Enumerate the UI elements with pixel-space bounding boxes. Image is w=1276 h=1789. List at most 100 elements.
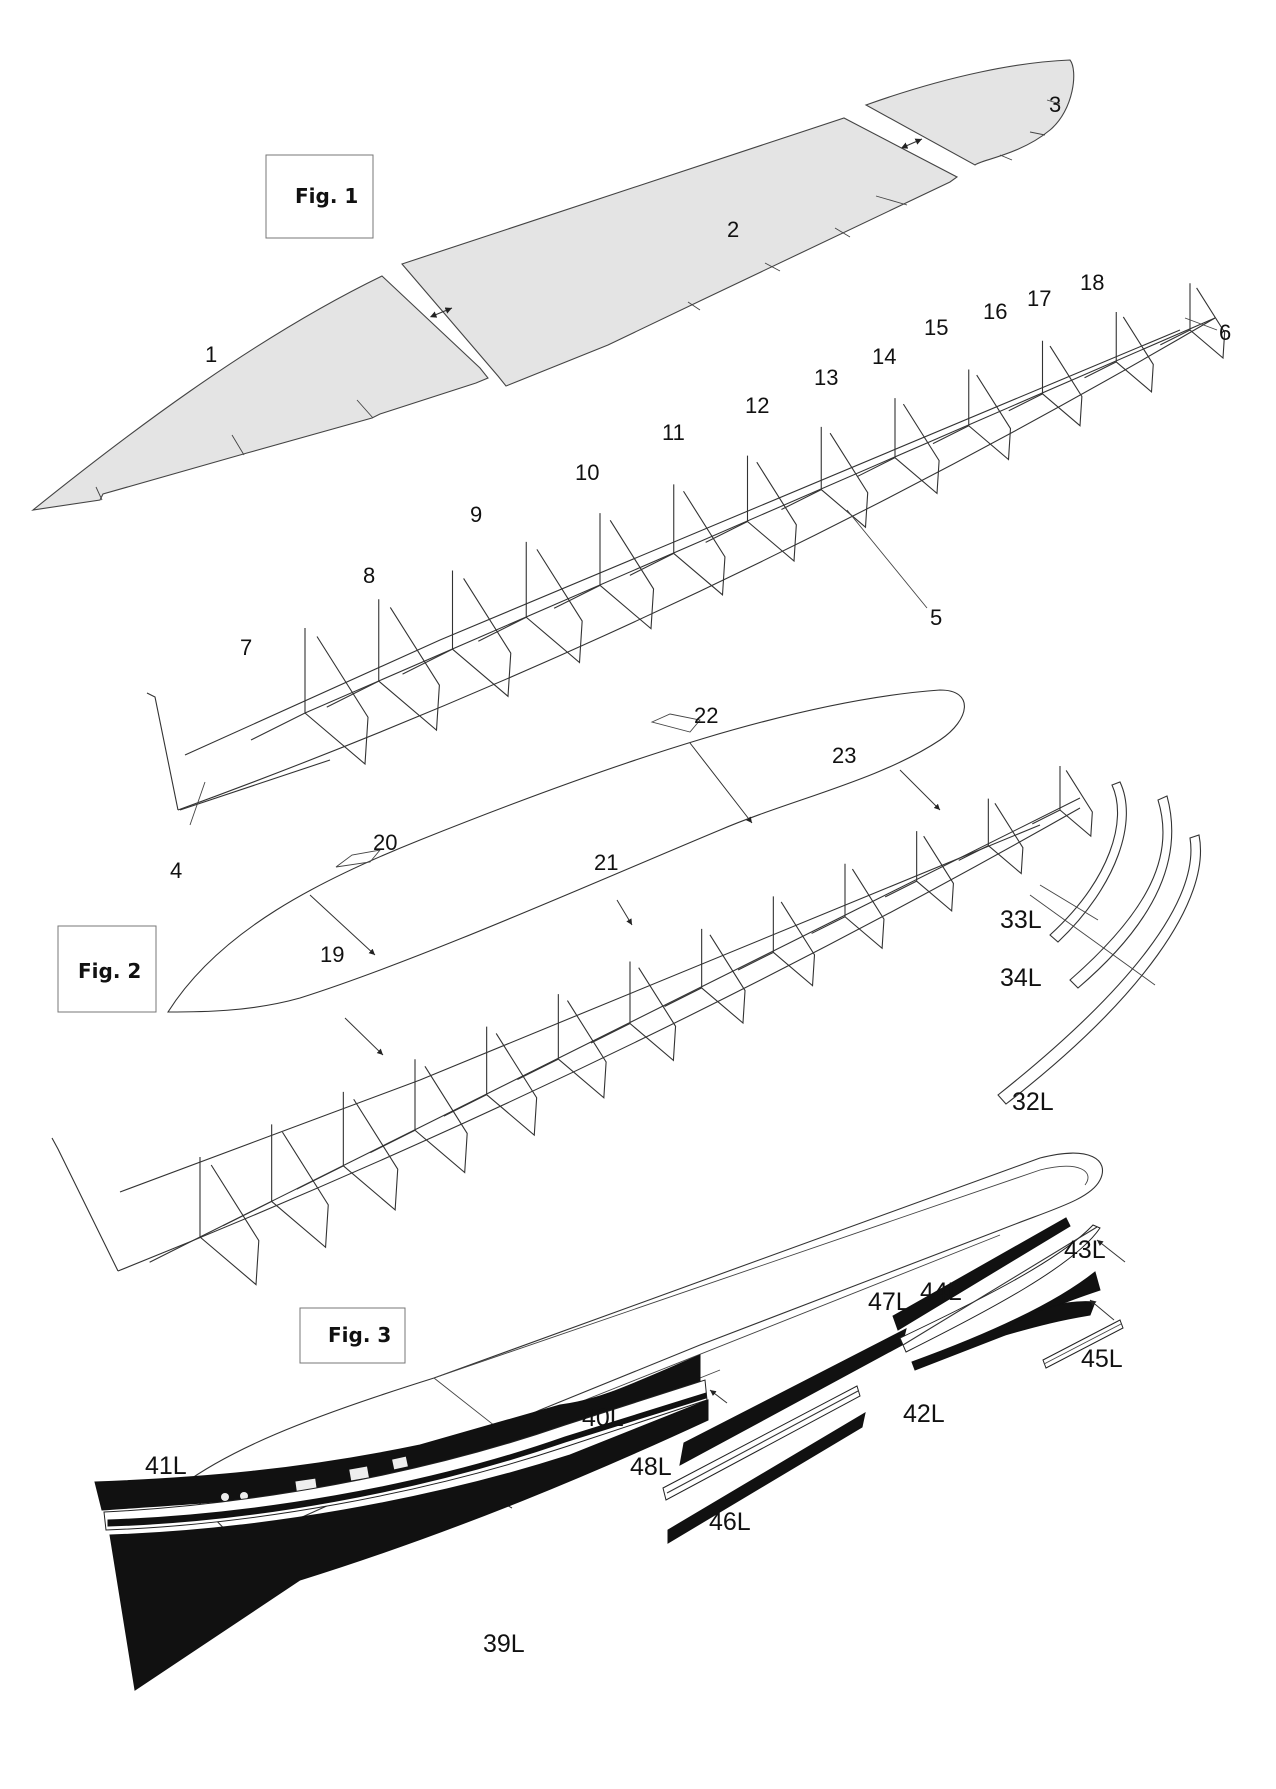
label-part-7: 7 bbox=[240, 635, 252, 660]
hull-frame-fig2 bbox=[51, 766, 1093, 1286]
strip-34L bbox=[1069, 795, 1173, 989]
label-part-9: 9 bbox=[470, 502, 482, 527]
label-part-48L: 48L bbox=[630, 1453, 672, 1481]
fig1-box bbox=[265, 154, 374, 239]
bulkhead bbox=[149, 1157, 260, 1286]
label-part-11: 11 bbox=[662, 420, 685, 445]
label-part-42L: 42L bbox=[903, 1400, 945, 1428]
label-part-8: 8 bbox=[363, 563, 375, 588]
label-part-33L: 33L bbox=[1000, 906, 1042, 934]
arrow-22 bbox=[689, 742, 753, 824]
bulkhead bbox=[664, 928, 746, 1025]
bulkhead bbox=[326, 599, 440, 732]
fig1-group: Fig. 1 1 2 3 7 8 9 10 11 12 1 bbox=[31, 59, 1231, 883]
bulkhead bbox=[856, 398, 940, 495]
fig2-group: Fig. 2 19 20 21 22 23 33L 34L 32L bbox=[51, 689, 1201, 1286]
label-part-5: 5 bbox=[930, 605, 942, 630]
deck-panel-2 bbox=[401, 117, 959, 387]
fig3-group: Fig. 3 41L 40L 39L 48L 46L bbox=[94, 1152, 1126, 1691]
label-part-2: 2 bbox=[727, 217, 739, 242]
label-part-44L: 44L bbox=[920, 1278, 962, 1306]
deck-panel-1 bbox=[31, 275, 489, 511]
bulkhead bbox=[629, 484, 726, 596]
bulkhead bbox=[737, 896, 816, 987]
arrow-20 bbox=[309, 894, 376, 956]
label-part-10: 10 bbox=[575, 460, 599, 485]
part-22-piece bbox=[650, 713, 701, 733]
assembled-hull bbox=[181, 1152, 1103, 1546]
bulkhead bbox=[781, 426, 869, 529]
fig3-box bbox=[299, 1307, 406, 1364]
strip-39L bbox=[109, 1399, 709, 1691]
label-part-1: 1 bbox=[205, 342, 217, 367]
part-20-piece bbox=[335, 849, 382, 868]
leader-6 bbox=[1184, 317, 1218, 331]
bulkhead bbox=[296, 1091, 399, 1211]
bulkhead bbox=[811, 863, 885, 950]
arrow-43L bbox=[1096, 1239, 1126, 1263]
fig3-label: Fig. 3 bbox=[328, 1323, 391, 1347]
strip-33L bbox=[1049, 781, 1127, 943]
label-part-12: 12 bbox=[745, 393, 769, 418]
bulkhead bbox=[1084, 311, 1154, 394]
label-part-19: 19 bbox=[320, 942, 344, 967]
label-part-3: 3 bbox=[1049, 92, 1061, 117]
strip-48L bbox=[679, 1328, 907, 1466]
bulkhead bbox=[402, 570, 512, 698]
bulkhead bbox=[884, 831, 954, 913]
label-part-39L: 39L bbox=[483, 1630, 525, 1658]
label-part-4: 4 bbox=[170, 858, 182, 883]
bulkhead bbox=[958, 798, 1024, 875]
label-part-6: 6 bbox=[1219, 320, 1231, 345]
bulkhead bbox=[370, 1059, 468, 1174]
label-part-18: 18 bbox=[1080, 270, 1104, 295]
label-part-40L: 40L bbox=[582, 1404, 624, 1432]
bulkhead bbox=[590, 961, 677, 1062]
bulkhead bbox=[932, 369, 1012, 461]
label-part-21: 21 bbox=[594, 850, 618, 875]
bulkhead bbox=[443, 1026, 538, 1137]
label-part-14: 14 bbox=[872, 344, 896, 369]
fig2-box bbox=[57, 925, 157, 1013]
deck-outline-19-23 bbox=[166, 689, 965, 1013]
label-part-47L: 47L bbox=[868, 1288, 910, 1316]
arrow-47L bbox=[709, 1389, 728, 1404]
strip-32L bbox=[997, 834, 1201, 1105]
fig1-label: Fig. 1 bbox=[295, 184, 358, 208]
bulkhead bbox=[250, 628, 369, 766]
deck-panel-3 bbox=[864, 59, 1075, 166]
label-part-17: 17 bbox=[1027, 286, 1051, 311]
strip-46L bbox=[667, 1411, 866, 1544]
label-part-43L: 43L bbox=[1064, 1236, 1106, 1264]
label-part-15: 15 bbox=[924, 315, 948, 340]
label-part-23: 23 bbox=[832, 743, 856, 768]
bulkhead bbox=[705, 455, 797, 563]
label-part-22: 22 bbox=[694, 703, 718, 728]
leader-4 bbox=[189, 781, 206, 826]
bulkhead bbox=[517, 994, 607, 1099]
arrow-21 bbox=[616, 899, 633, 926]
hull-frame-fig1 bbox=[146, 283, 1226, 811]
bulkhead bbox=[222, 1124, 329, 1249]
strip-42L-tail bbox=[1004, 1301, 1096, 1336]
label-part-41L: 41L bbox=[145, 1452, 187, 1480]
arrow-23 bbox=[899, 769, 941, 811]
label-part-32L: 32L bbox=[1012, 1088, 1054, 1116]
bulkhead bbox=[553, 513, 655, 630]
bulkhead bbox=[478, 541, 583, 664]
arrow-19 bbox=[344, 1017, 384, 1056]
label-part-45L: 45L bbox=[1081, 1345, 1123, 1373]
bulkhead bbox=[1032, 766, 1093, 838]
label-part-46L: 46L bbox=[709, 1508, 751, 1536]
bulkhead bbox=[1160, 283, 1226, 360]
label-part-34L: 34L bbox=[1000, 964, 1042, 992]
label-part-13: 13 bbox=[814, 365, 838, 390]
bulkhead bbox=[1008, 340, 1083, 427]
leader-5 bbox=[846, 509, 928, 609]
fig2-label: Fig. 2 bbox=[78, 959, 141, 983]
strip-44L bbox=[892, 1217, 1071, 1331]
label-part-20: 20 bbox=[373, 830, 397, 855]
join-arrow-1-2 bbox=[429, 307, 453, 318]
